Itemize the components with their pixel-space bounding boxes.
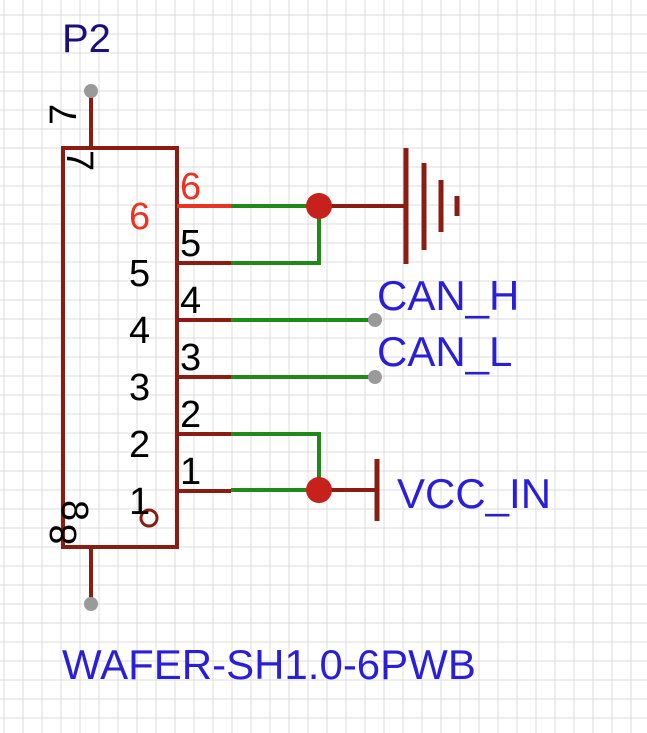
net-label-can-l[interactable]: CAN_L: [377, 328, 512, 375]
ground-symbol-icon[interactable]: [319, 148, 460, 264]
pin-2-outer-number: 2: [180, 394, 201, 436]
pin-3-outer-number: 3: [180, 337, 201, 379]
component-value[interactable]: WAFER-SH1.0-6PWB: [62, 641, 476, 688]
pin-3-inner-number: 3: [129, 367, 150, 409]
junction-gnd[interactable]: [306, 193, 332, 219]
pin-1-inner-number: 1: [129, 481, 150, 523]
pin-5-inner-number: 5: [129, 253, 150, 295]
net-label-can-h[interactable]: CAN_H: [377, 272, 519, 319]
connector-body: [61, 146, 179, 549]
pin-6-inner-number: 6: [129, 196, 150, 238]
can-l-endpoint[interactable]: [368, 370, 382, 384]
wire-pin2-vcc[interactable]: [231, 432, 321, 490]
pin-8-outer-number: 8: [43, 524, 85, 545]
wire-pin5-gnd[interactable]: [231, 206, 321, 265]
pin-2-inner-number: 2: [129, 424, 150, 466]
pin-8-inner-number: 8: [53, 500, 95, 521]
connector-symbol[interactable]: [61, 91, 179, 604]
junction-vcc[interactable]: [306, 477, 332, 503]
pin-7-outer-number: 7: [43, 104, 85, 125]
pin-7-endpoint[interactable]: [84, 84, 98, 98]
net-label-vcc-in[interactable]: VCC_IN: [397, 470, 551, 517]
wires: [231, 204, 375, 492]
pin-4-inner-number: 4: [129, 310, 150, 352]
pin-5-outer-number: 5: [180, 223, 201, 265]
pin-8-endpoint[interactable]: [84, 597, 98, 611]
can-h-endpoint[interactable]: [368, 313, 382, 327]
pin-7-inner-number: 7: [58, 150, 100, 171]
pin-1-marker: [139, 508, 159, 528]
pin-6-outer-number: 6: [180, 166, 201, 208]
pin-4-outer-number: 4: [180, 280, 201, 322]
pin-1-outer-number: 1: [180, 451, 201, 493]
component-designator[interactable]: P2: [62, 17, 111, 61]
